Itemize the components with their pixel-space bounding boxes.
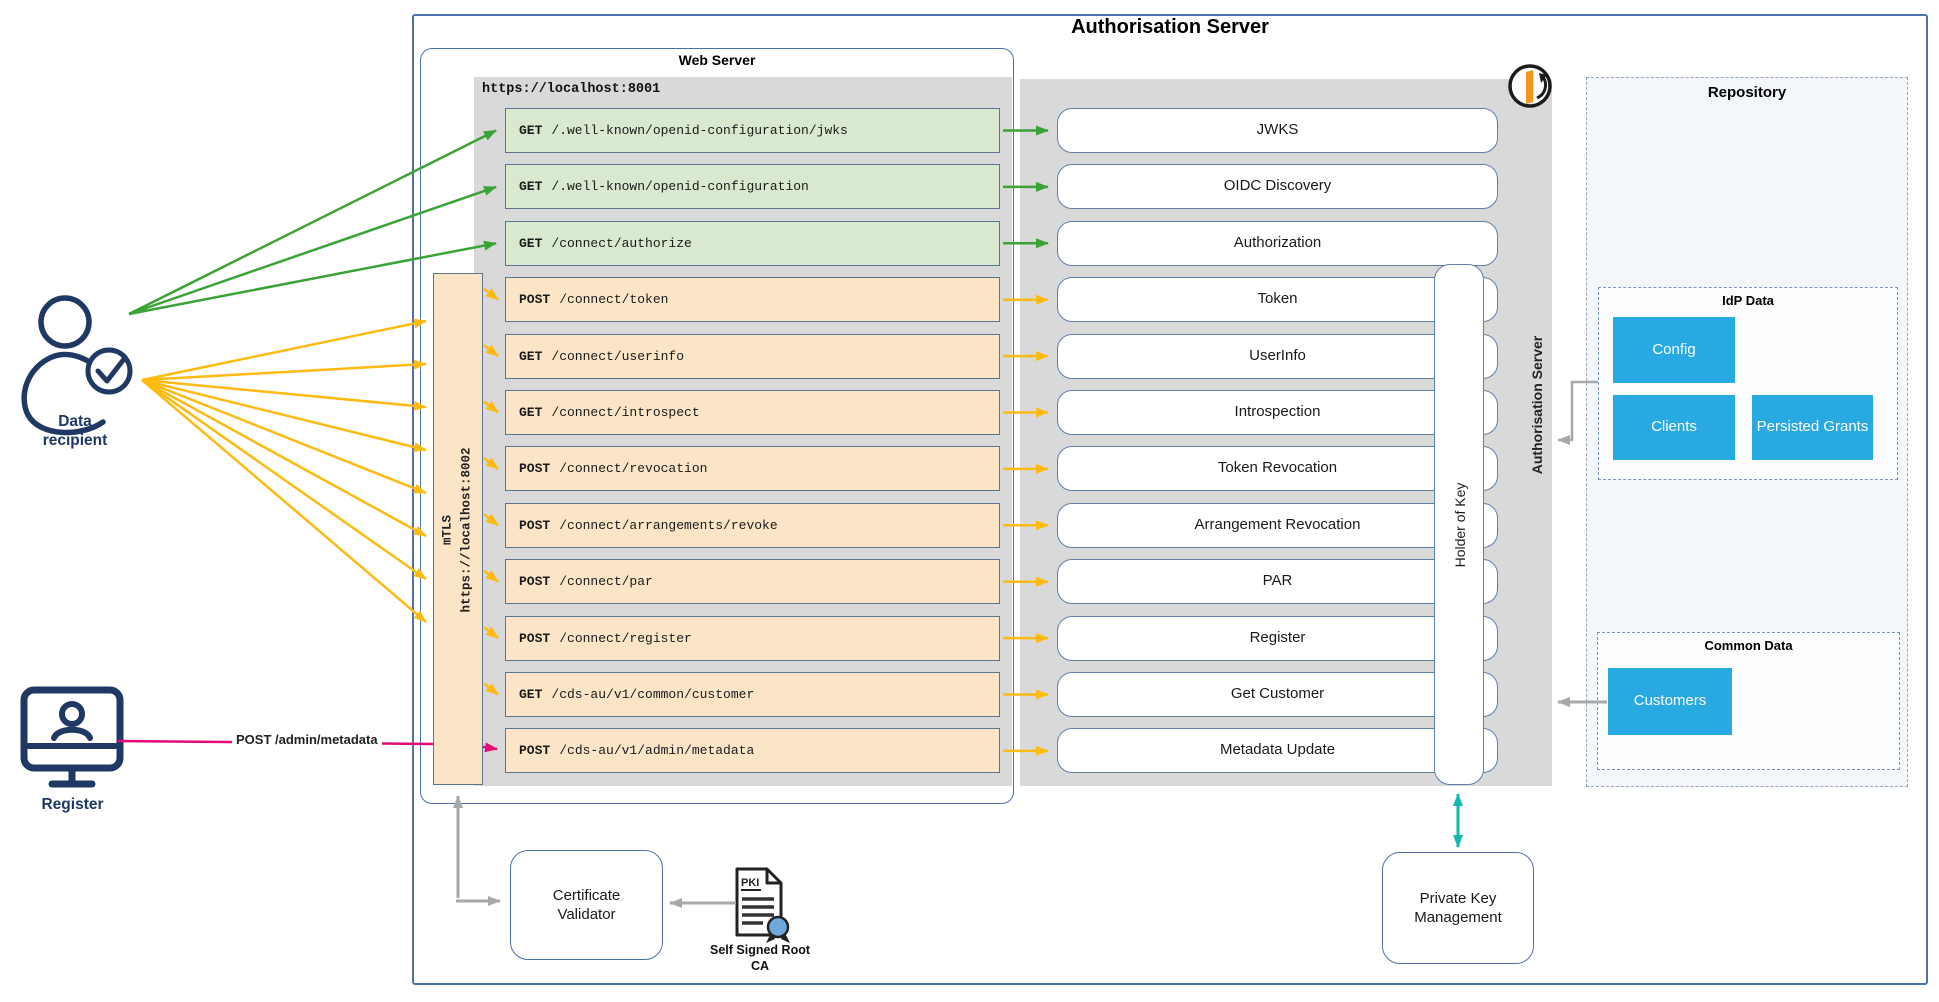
endpoint-path: /connect/userinfo xyxy=(551,348,685,364)
yellow-arrow xyxy=(141,378,427,411)
endpoint-row-11: POST/cds-au/v1/admin/metadata xyxy=(505,728,1000,774)
endpoint-row-2: GET/connect/authorize xyxy=(505,220,1000,266)
persisted-grants-store: Persisted Grants xyxy=(1752,395,1873,460)
clients-store: Clients xyxy=(1613,395,1735,460)
common-data-title: Common Data xyxy=(1704,638,1793,653)
register-icon xyxy=(20,686,124,788)
authorisation-server-side-label: Authorisation Server xyxy=(1529,335,1545,475)
handler-box-11: Metadata Update xyxy=(1057,728,1498,774)
holder-of-key-label: Holder of Key xyxy=(1452,482,1468,568)
private-key-management-box: Private Key Management xyxy=(1382,852,1534,964)
handler-box-1: OIDC Discovery xyxy=(1057,164,1498,210)
endpoint-row-9: POST/connect/register xyxy=(505,615,1000,661)
handler-box-0: JWKS xyxy=(1057,108,1498,153)
handler-box-4: UserInfo xyxy=(1057,333,1498,379)
endpoint-row-10: GET/cds-au/v1/common/customer xyxy=(505,672,1000,717)
endpoint-method: POST xyxy=(519,630,551,646)
endpoint-path: /connect/revocation xyxy=(559,461,708,477)
handler-box-8: PAR xyxy=(1057,559,1498,605)
handler-box-3: Token xyxy=(1057,277,1498,323)
endpoint-path: /connect/register xyxy=(559,630,692,646)
handler-box-6: Token Revocation xyxy=(1057,446,1498,492)
yellow-arrow xyxy=(141,359,427,382)
endpoint-row-0: GET /.well-known/openid-configuration/jwk… xyxy=(505,108,1000,153)
yellow-arrow xyxy=(141,378,427,495)
idp-data-title: IdP Data xyxy=(1722,293,1774,308)
identity-server-logo-icon xyxy=(1508,64,1552,108)
yellow-arrow xyxy=(141,378,427,581)
endpoint-path: /connect/arrangements/revoke xyxy=(559,517,778,533)
customers-store: Customers xyxy=(1608,668,1732,735)
endpoint-path: /connect/par xyxy=(559,574,653,590)
endpoint-path: /.well-known/openid-configuration/jwks xyxy=(551,123,848,138)
endpoint-method: GET xyxy=(519,123,543,138)
yellow-arrow xyxy=(141,378,427,538)
data-recipient-icon xyxy=(21,295,133,436)
handler-box-5: Introspection xyxy=(1057,390,1498,435)
yellow-arrow xyxy=(141,318,427,382)
endpoint-method: GET xyxy=(519,348,543,364)
endpoint-method: POST xyxy=(519,292,551,308)
web-server-title: Web Server xyxy=(678,52,756,68)
register-label: Register xyxy=(41,796,104,813)
page-title: Authorisation Server xyxy=(1071,16,1269,38)
mtls-label: mTLS xyxy=(440,515,455,546)
yellow-arrow xyxy=(141,379,427,623)
mtls-gateway-bar xyxy=(433,273,483,785)
endpoint-method: POST xyxy=(519,574,551,590)
yellow-arrow xyxy=(141,378,427,452)
handler-box-10: Get Customer xyxy=(1057,672,1498,717)
endpoint-path: /cds-au/v1/admin/metadata xyxy=(559,743,755,759)
endpoint-row-5: GET/connect/introspect xyxy=(505,390,1000,435)
endpoint-row-8: POST/connect/par xyxy=(505,559,1000,605)
endpoint-row-7: POST/connect/arrangements/revoke xyxy=(505,502,1000,548)
endpoint-method: GET xyxy=(519,235,543,251)
endpoint-method: POST xyxy=(519,461,551,477)
endpoint-method: POST xyxy=(519,743,551,759)
root-ca-label: Self Signed Root CA xyxy=(710,943,810,974)
handler-box-7: Arrangement Revocation xyxy=(1057,502,1498,548)
config-store: Config xyxy=(1613,317,1735,383)
endpoint-path: /connect/introspect xyxy=(551,405,700,420)
mtls-url: https://localhost:8002 xyxy=(460,447,474,613)
endpoint-path: /connect/token xyxy=(559,292,669,308)
handler-box-2: Authorization xyxy=(1057,220,1498,266)
endpoint-path: /.well-known/openid-configuration xyxy=(551,179,809,195)
handler-box-9: Register xyxy=(1057,615,1498,661)
root-ca-certificate-icon: PKI xyxy=(735,867,790,943)
base-url-label: https://localhost:8001 xyxy=(482,82,661,97)
endpoint-path: /connect/authorize xyxy=(551,235,692,251)
endpoint-method: POST xyxy=(519,517,551,533)
endpoint-row-6: POST/connect/revocation xyxy=(505,446,1000,492)
endpoint-row-1: GET /.well-known/openid-configuration xyxy=(505,164,1000,210)
data-recipient-label: Data recipient xyxy=(42,413,108,450)
endpoint-method: GET xyxy=(519,687,543,702)
endpoint-path: /cds-au/v1/common/customer xyxy=(551,687,755,702)
repository-title: Repository xyxy=(1707,84,1787,101)
certificate-validator-box: Certificate Validator xyxy=(510,850,663,960)
register-call-label: POST /admin/metadata xyxy=(232,732,382,747)
mtls-gateway-label: mTLS https://localhost:8002 xyxy=(439,447,478,612)
endpoint-row-3: POST/connect/token xyxy=(505,277,1000,323)
endpoint-method: GET xyxy=(519,179,543,195)
pki-text: PKI xyxy=(741,877,759,889)
endpoint-row-4: GET/connect/userinfo xyxy=(505,333,1000,379)
endpoint-method: GET xyxy=(519,405,543,420)
holder-of-key-box xyxy=(1434,264,1484,785)
